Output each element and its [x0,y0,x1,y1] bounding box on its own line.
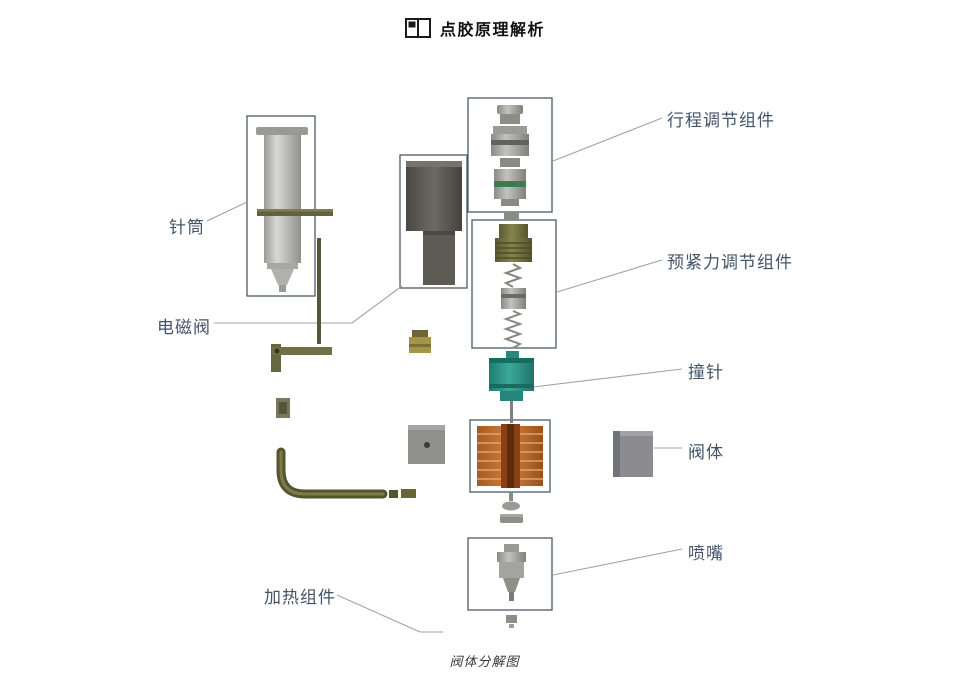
page-header: 点胶原理解析 [405,16,545,40]
page-title: 点胶原理解析 [440,22,546,39]
plunger-bar-part [257,209,333,216]
label-nozzle: 喷嘴 [688,544,724,563]
fitting-part [409,330,431,353]
label-stroke-adjustment: 行程调节组件 [667,111,775,130]
seal-parts [500,492,523,523]
leader-striker [532,368,683,388]
leader-preload-adjustment [556,259,663,293]
leader-stroke-adjustment [552,117,663,162]
label-preload-adjustment: 预紧力调节组件 [667,253,793,272]
spacer-part [504,212,519,220]
striker-pin-part [489,351,534,423]
nozzle-part [497,544,526,601]
solenoid-box [399,154,468,289]
window-panes-icon [405,18,431,38]
leader-nozzle [552,548,683,576]
l-bracket-part [271,344,332,372]
leader-heating [336,594,443,633]
label-striker-pin: 撞针 [688,363,724,382]
feed-tube-part [276,447,416,499]
vertical-rod-part [317,238,321,344]
label-solenoid-valve: 电磁阀 [157,318,211,337]
leader-lines [206,117,683,633]
figure-caption: 阀体分解图 [449,654,520,669]
syringe-part [256,127,308,292]
side-block-part [613,431,653,477]
small-bracket-part [276,398,290,418]
label-valve-body: 阀体 [688,443,724,462]
nozzle-cap-part [506,615,517,628]
syringe-box [246,115,316,297]
nozzle-box [467,537,553,611]
label-heating-component: 加热组件 [264,588,336,607]
mount-block-part [408,425,445,464]
leader-syringe [206,201,248,222]
leader-solenoid [214,285,403,324]
stroke-adjustment-parts [491,105,529,206]
preload-adjustment-parts [495,224,532,349]
valve-body-part [477,424,543,488]
solenoid-part [406,161,462,285]
label-syringe: 针筒 [169,218,205,237]
